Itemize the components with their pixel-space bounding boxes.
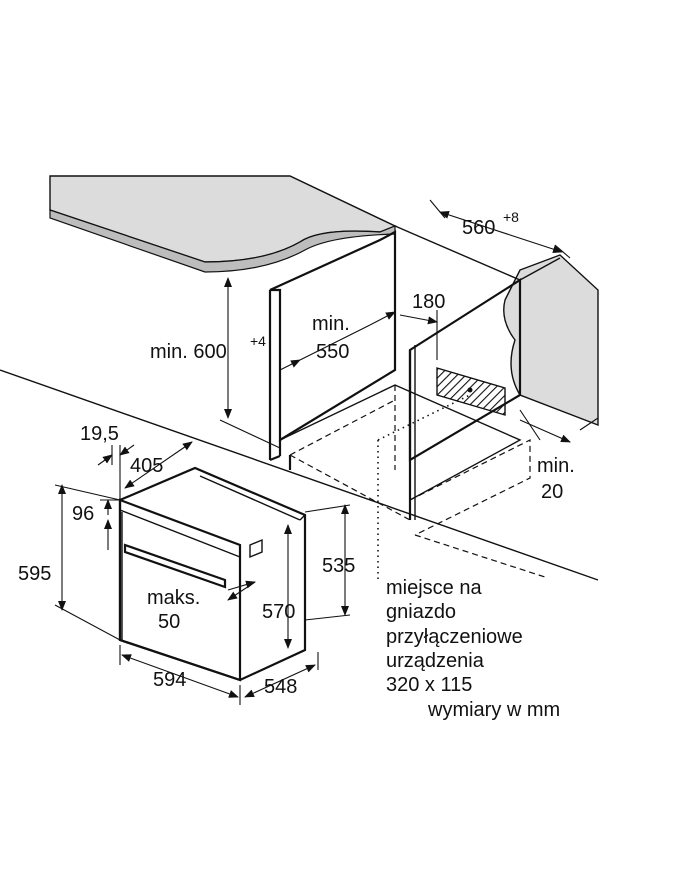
- cabinet-height-sup: +4: [250, 333, 266, 349]
- rear-gap-label: 180: [412, 291, 445, 313]
- cabinet-niche: [0, 225, 599, 581]
- units-note: wymiary w mm: [427, 699, 560, 721]
- side-gap-label-1: min.: [537, 455, 575, 477]
- side-gap-label-2: 20: [541, 481, 563, 503]
- socket-area: [436, 367, 506, 416]
- depth-min-label-2: 550: [316, 341, 349, 363]
- socket-note-line-1: miejsce na: [386, 577, 482, 599]
- door-gap-label-1: maks.: [147, 587, 200, 609]
- door-gap-label-2: 50: [158, 611, 180, 633]
- socket-note-line-3: przyłączeniowe: [386, 626, 523, 648]
- oven-height-label: 595: [18, 563, 51, 585]
- oven: [118, 466, 307, 682]
- oven-body-height-label: 570: [262, 601, 295, 623]
- socket-note-line-4: urządzenia: [386, 650, 485, 672]
- dimension-lines: [54, 199, 599, 705]
- cabinet-height-label: min. 600: [150, 341, 227, 363]
- oven-width-label: 594: [153, 669, 186, 691]
- oven-depth-top-label: 405: [130, 455, 163, 477]
- socket-note-line-2: gniazdo: [386, 601, 456, 623]
- depth-min-label-1: min.: [312, 313, 350, 335]
- niche-width-sup: +8: [503, 209, 519, 225]
- niche-width-label: 560: [462, 217, 495, 239]
- panel-offset-label: 19,5: [80, 423, 119, 445]
- oven-depth-label: 548: [264, 676, 297, 698]
- socket-leader: [377, 394, 471, 580]
- socket-note-line-5: 320 x 115: [386, 674, 472, 696]
- top-offset-label: 96: [72, 503, 94, 525]
- oven-inner-height-label: 535: [322, 555, 355, 577]
- socket-note: miejsce na gniazdo przyłączeniowe urządz…: [386, 577, 523, 696]
